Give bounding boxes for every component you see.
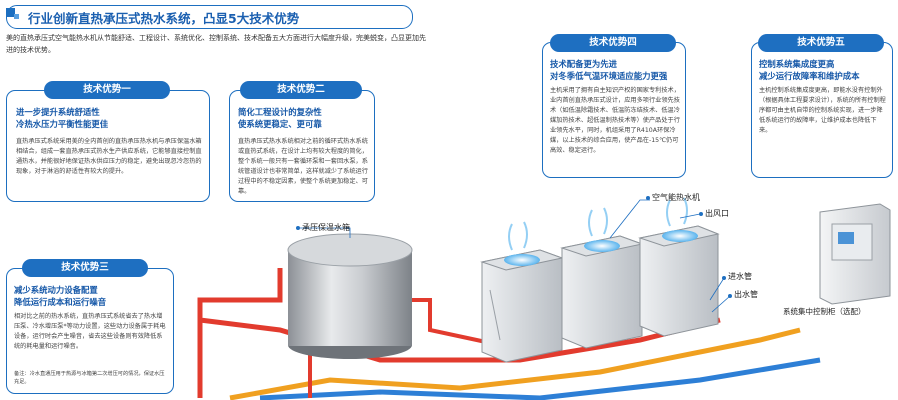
advantage-3-body: 相对比之前的热水系统，直热承压式系统省去了热水增压泵、冷水增压泵*等动力设置，这… (14, 313, 166, 350)
advantage-card-2 (229, 90, 375, 202)
advantage-card-4 (542, 42, 686, 178)
tank-label: 承压保温水箱 (302, 223, 350, 232)
outlet-label: 出风口 (705, 209, 729, 218)
advantage-1-body: 直热承压式系统采用美的全内首创的直热承压热水机与承压保温水箱相结合，组成一套直热… (16, 138, 202, 175)
heat-pump-unit-1 (480, 249, 564, 363)
cold-pipe (259, 357, 821, 400)
control-cabinet (819, 203, 891, 305)
outlet-label-dot (699, 212, 703, 216)
advantage-5-title: 控制系统集成度更高 减少运行故障率和维护成本 (759, 59, 860, 81)
header-small-square-icon (14, 14, 19, 19)
advantage-5-label: 技术优势五 (758, 34, 884, 52)
advantage-4-label: 技术优势四 (550, 34, 676, 52)
advantage-2-title: 简化工程设计的复杂性 使系统更稳定、更可靠 (238, 107, 322, 129)
leader-lines (300, 199, 731, 313)
fan-icon (662, 230, 698, 242)
advantage-4-title: 技术配备更为先进 对冬季低气温环境适应能力更强 (550, 59, 668, 81)
page-title: 行业创新直热承压式热水系统，凸显5大技术优势 (28, 11, 300, 26)
advantage-3-label: 技术优势三 (22, 259, 148, 277)
tank-top (287, 233, 413, 267)
airflow-icon (508, 197, 688, 251)
heat-pump-unit-2 (560, 235, 644, 349)
advantage-5-body: 主机控制系统集成度更高，即能水没有控制外（根据具体工程要求设计），系统的所有控制… (759, 87, 886, 134)
advantage-2-label: 技术优势二 (240, 81, 362, 99)
advantage-card-1 (6, 90, 210, 202)
advantage-3-note: 备注：冷水直通压用于热源与冰箱第二次增压可的情况，保证水压充足。 (14, 371, 165, 385)
heat-pump-unit-3 (638, 225, 720, 337)
header-square-icon (6, 8, 15, 17)
pipe-network (197, 268, 821, 400)
advantage-1-title: 进一步提升系统舒适性 冷热水压力平衡性能更佳 (16, 107, 109, 129)
advantage-card-5 (751, 42, 893, 178)
advantage-3-title: 减少系统动力设备配置 降低运行成本和运行噪音 (14, 285, 107, 307)
inlet-label: 进水管 (728, 272, 752, 281)
fan-icon (504, 254, 540, 266)
warm-pipe (229, 327, 801, 400)
outflow-label-dot (728, 294, 732, 298)
pressure-tank (287, 233, 413, 359)
unit-label: 空气能热水机 (652, 193, 700, 202)
unit-label-dot (646, 196, 650, 200)
fan-icon (584, 240, 620, 252)
inlet-label-dot (722, 276, 726, 280)
advantage-2-body: 直热承压式热水系统相对之前的循环式热水系统或直热式系统，在设计上均有较大程度的简… (238, 138, 368, 195)
advantage-1-label: 技术优势一 (44, 81, 170, 99)
outflow-label: 出水管 (734, 290, 758, 299)
hot-pipe (197, 268, 721, 398)
cabinet-label: 系统集中控制柜（选配） (783, 307, 866, 316)
intro-paragraph: 美的直热承压式空气能热水机从节能舒适、工程设计、系统优化、控制系统、技术配备五大… (6, 34, 426, 54)
tank-label-dot (296, 226, 300, 230)
section-header-frame (6, 5, 413, 29)
advantage-4-body: 主机采用了拥有自主知识产权的国家专利技术，业内首创直热承压式设计，应用多项行业领… (550, 87, 680, 154)
